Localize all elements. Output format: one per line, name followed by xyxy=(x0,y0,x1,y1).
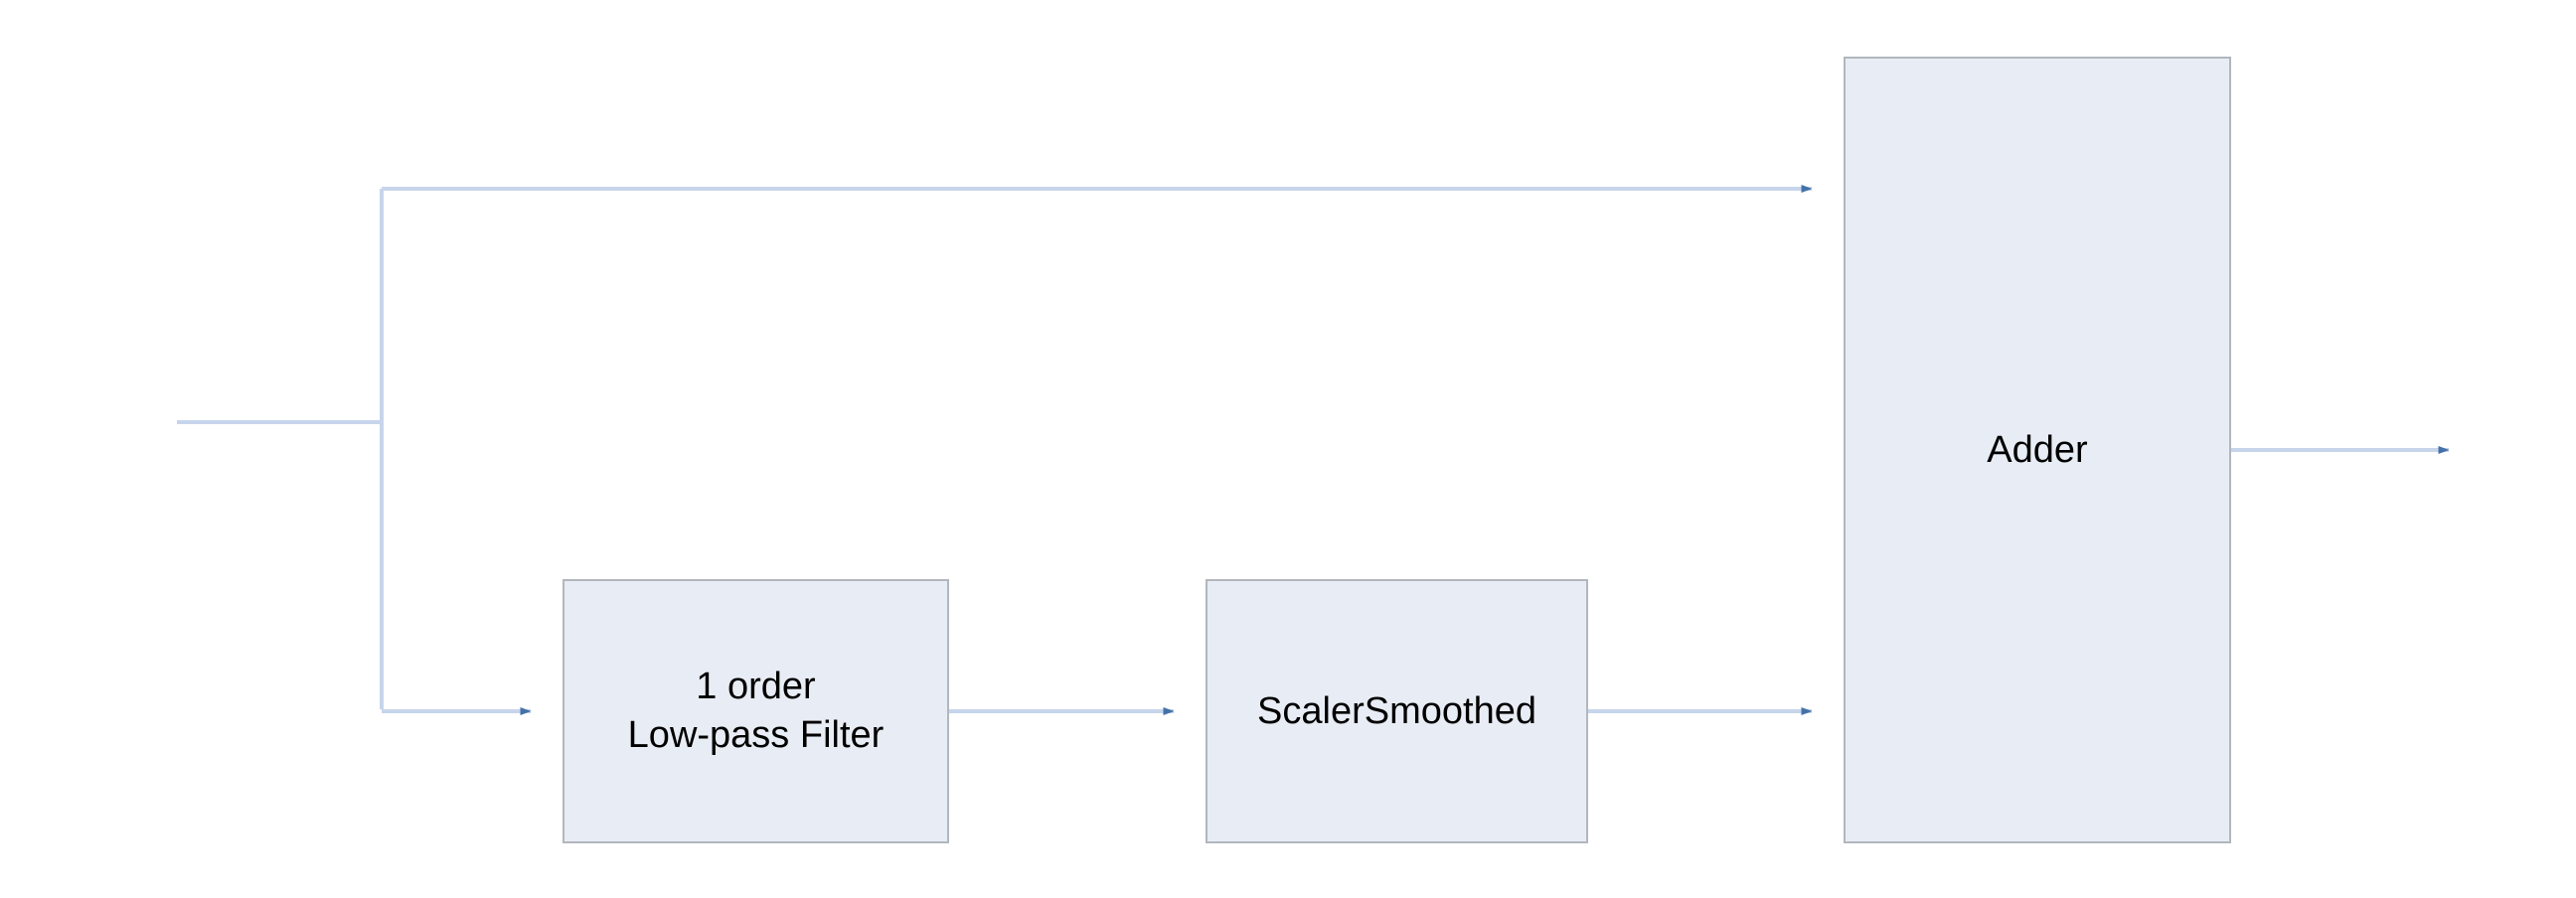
node-lowpass-filter[interactable]: 1 order Low-pass Filter xyxy=(563,579,949,843)
node-scaler-smoothed-label: ScalerSmoothed xyxy=(1257,689,1536,732)
node-adder[interactable]: Adder xyxy=(1844,57,2231,843)
node-lowpass-filter-label: 1 order Low-pass Filter xyxy=(627,666,885,756)
node-scaler-smoothed[interactable]: ScalerSmoothed xyxy=(1206,579,1588,843)
node-adder-label: Adder xyxy=(1987,428,2088,471)
